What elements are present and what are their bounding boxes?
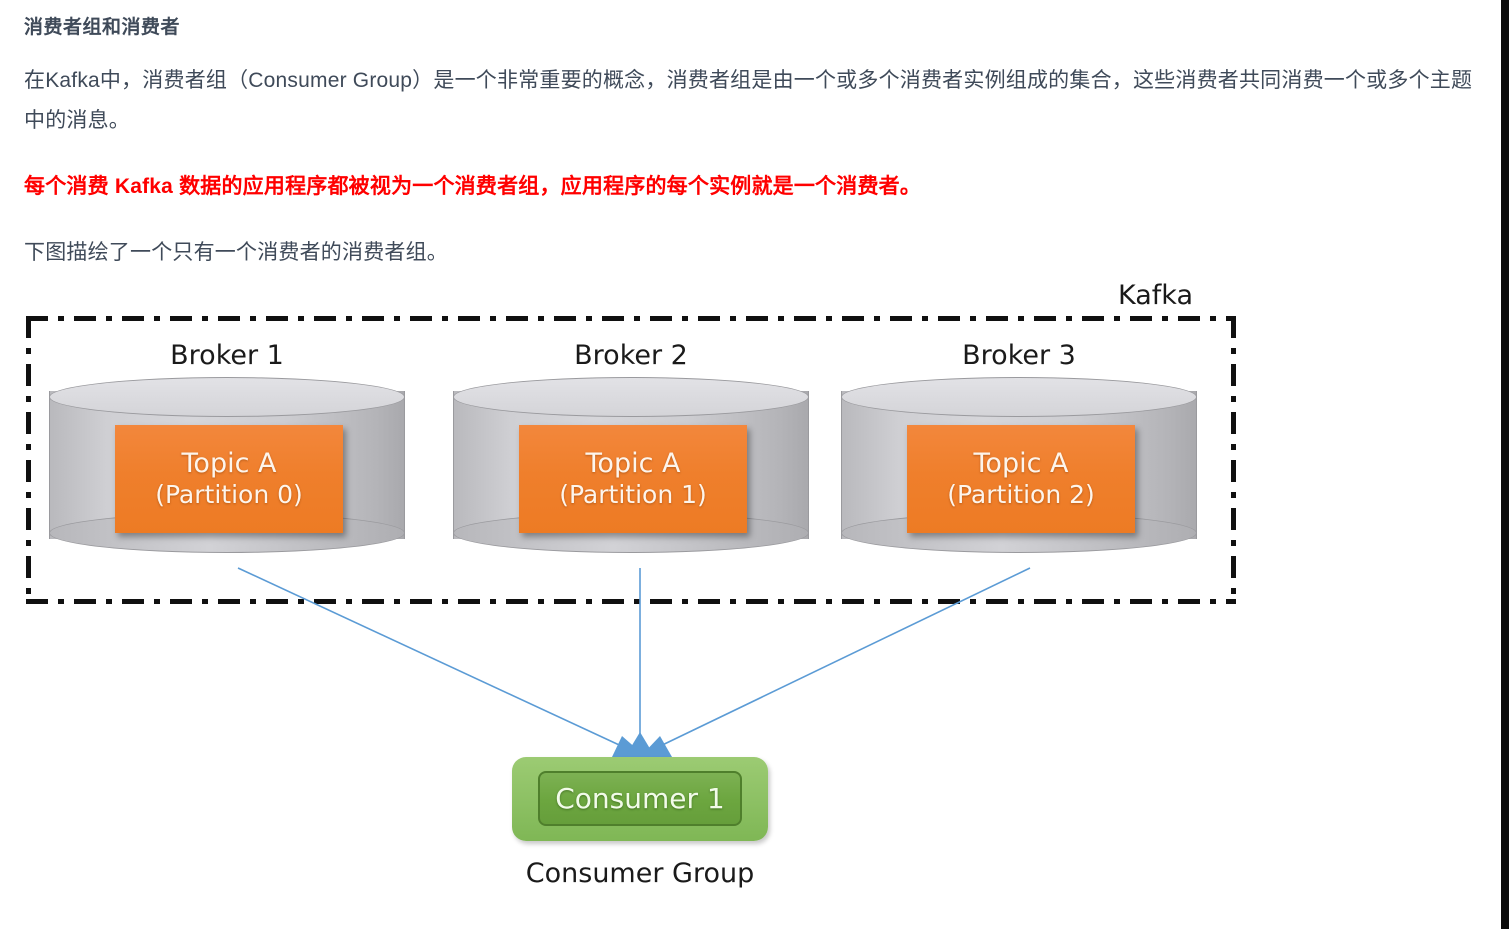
consumer-1-box: Consumer 1 (538, 771, 742, 826)
broker-1: Broker 1 Topic A (Partition 0) (32, 340, 422, 553)
cylinder-top-ellipse-icon (841, 377, 1197, 417)
broker-1-partition-label: (Partition 0) (155, 479, 303, 509)
broker-2-partition-label: (Partition 1) (559, 479, 707, 509)
section-heading: 消费者组和消费者 (24, 17, 181, 38)
broker-3-topic-name: Topic A (973, 448, 1069, 480)
figure-caption-paragraph: 下图描绘了一个只有一个消费者的消费者组。 (24, 240, 448, 264)
broker-1-topic-box: Topic A (Partition 0) (115, 425, 343, 533)
broker-2-topic-name: Topic A (585, 448, 681, 480)
arrowhead-broker-3 (640, 736, 672, 757)
broker-2-title: Broker 2 (574, 340, 688, 371)
broker-2: Broker 2 Topic A (Partition 1) (436, 340, 826, 553)
broker-1-topic-name: Topic A (181, 448, 277, 480)
highlighted-paragraph: 每个消费 Kafka 数据的应用程序都被视为一个消费者组，应用程序的每个实例就是… (24, 174, 922, 198)
broker-3-title: Broker 3 (962, 340, 1076, 371)
arrowhead-broker-1 (612, 736, 646, 757)
broker-3-cylinder: Topic A (Partition 2) (841, 377, 1197, 553)
broker-1-cylinder: Topic A (Partition 0) (49, 377, 405, 553)
broker-3-partition-label: (Partition 2) (947, 479, 1095, 509)
broker-1-title: Broker 1 (170, 340, 284, 371)
broker-2-cylinder: Topic A (Partition 1) (453, 377, 809, 553)
intro-paragraph: 在Kafka中，消费者组（Consumer Group）是一个非常重要的概念，消… (24, 68, 1473, 132)
article-text-block: 消费者组和消费者 在Kafka中，消费者组（Consumer Group）是一个… (24, 0, 1476, 273)
arrowhead-broker-2 (625, 732, 655, 757)
broker-2-topic-box: Topic A (Partition 1) (519, 425, 747, 533)
kafka-cluster-label: Kafka (1118, 280, 1193, 311)
page-right-edge (1501, 0, 1509, 929)
broker-3: Broker 3 Topic A (Partition 2) (824, 340, 1214, 553)
broker-3-topic-box: Topic A (Partition 2) (907, 425, 1135, 533)
kafka-consumer-group-diagram: Kafka Broker 1 Topic A (Partition 0) Bro… (0, 270, 1509, 929)
cylinder-top-ellipse-icon (453, 377, 809, 417)
consumer-group-label: Consumer Group (525, 858, 755, 889)
cylinder-top-ellipse-icon (49, 377, 405, 417)
consumer-group-box: Consumer 1 (512, 757, 768, 841)
